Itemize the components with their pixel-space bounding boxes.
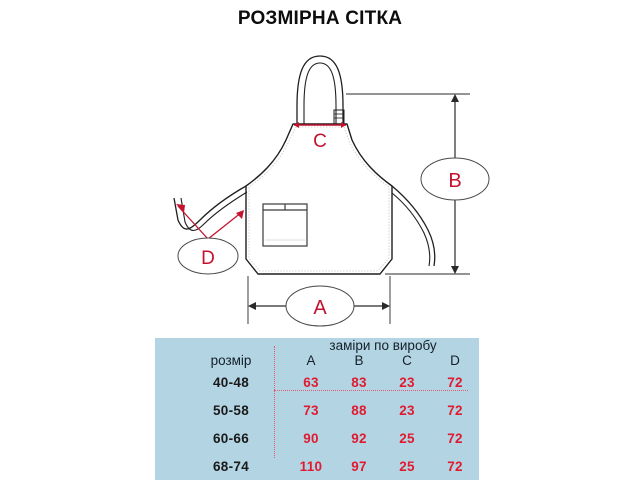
row-size: 60-66	[212, 430, 250, 446]
table-row: 50-58 73 88 23 72	[155, 396, 479, 424]
spacer-cell	[155, 396, 175, 424]
row-value-c: 25	[399, 458, 415, 474]
spacer-cell	[155, 424, 175, 452]
size-table-panel: заміри по виробу розмір A B C D 40-48 63…	[155, 338, 479, 480]
apron-diagram: C B	[0, 34, 640, 334]
spacer-cell	[155, 353, 175, 368]
column-header-c: C	[402, 353, 412, 368]
column-header-b: B	[354, 353, 364, 368]
row-value-a: 90	[303, 430, 319, 446]
row-value-d: 72	[447, 458, 463, 474]
dimension-a-label: A	[313, 297, 327, 319]
column-header-d: D	[450, 353, 460, 368]
row-value-a: 73	[303, 402, 319, 418]
size-table: заміри по виробу розмір A B C D 40-48 63…	[155, 338, 479, 480]
size-table-head: заміри по виробу розмір A B C D	[155, 338, 479, 368]
table-vertical-divider	[274, 346, 275, 458]
row-value-a: 110	[299, 458, 323, 474]
row-value-c: 23	[399, 402, 415, 418]
dimension-a: A	[247, 276, 391, 327]
row-value-b: 83	[351, 374, 367, 390]
dimension-c-label: C	[313, 131, 327, 152]
row-value-d: 72	[447, 402, 463, 418]
dimension-b: B	[346, 93, 490, 275]
apron-pocket-icon	[262, 203, 308, 247]
spacer-cell	[155, 368, 175, 396]
row-value-d: 72	[447, 430, 463, 446]
spacer-cell	[175, 338, 287, 353]
row-size: 50-58	[212, 402, 250, 418]
row-value-c: 23	[399, 374, 415, 390]
row-value-c: 25	[399, 430, 415, 446]
size-column-header: розмір	[210, 353, 252, 368]
spacer-cell	[155, 338, 175, 353]
dimension-d-label: D	[201, 248, 215, 269]
row-value-d: 72	[447, 374, 463, 390]
page-title: РОЗМІРНА СІТКА	[237, 8, 403, 29]
measurements-group-header: заміри по виробу	[329, 338, 437, 353]
table-row: 40-48 63 83 23 72	[155, 368, 479, 396]
dimension-c: C	[294, 122, 346, 152]
row-value-b: 88	[351, 402, 367, 418]
row-value-a: 63	[303, 374, 319, 390]
table-horizontal-divider	[274, 390, 468, 391]
size-table-body: 40-48 63 83 23 72 50-58 73 88 23 72 60-6…	[155, 368, 479, 480]
dimension-d: D	[176, 204, 244, 275]
spacer-cell	[155, 452, 175, 480]
row-size: 68-74	[212, 458, 250, 474]
row-size: 40-48	[212, 374, 250, 390]
table-group-header-row: заміри по виробу	[155, 338, 479, 353]
table-row: 60-66 90 92 25 72	[155, 424, 479, 452]
table-row: 68-74 110 97 25 72	[155, 452, 479, 480]
row-value-b: 92	[351, 430, 367, 446]
table-column-header-row: розмір A B C D	[155, 353, 479, 368]
apron-diagram-svg: C B	[173, 55, 490, 327]
column-header-a: A	[306, 353, 316, 368]
row-value-b: 97	[351, 458, 367, 474]
dimension-b-label: B	[448, 170, 461, 192]
neck-strap-icon	[296, 55, 345, 125]
left-waist-tie-icon	[173, 185, 248, 232]
right-waist-tie-icon	[391, 185, 436, 267]
